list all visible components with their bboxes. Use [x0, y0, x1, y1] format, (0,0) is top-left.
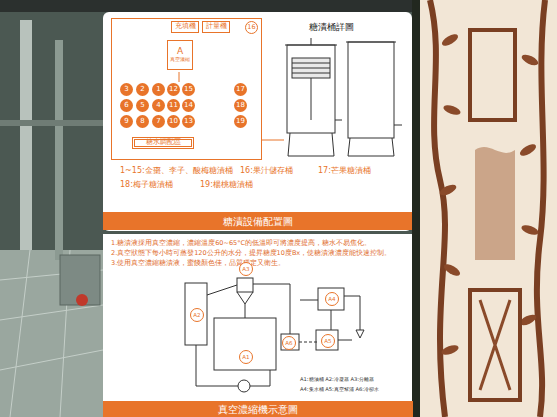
node-text: 真空濃縮機示意圖 [218, 404, 298, 415]
tank-circle: 18 [234, 99, 247, 112]
node-text: 14 [184, 102, 193, 110]
legend-text: 18:梅子糖漬桶 [120, 180, 173, 190]
tank-circle: 9 [120, 115, 133, 128]
tank-circle: 11 [167, 99, 180, 112]
node-text: 真空濃縮 [170, 57, 190, 63]
callout-number: A3 [239, 262, 253, 276]
tank-circle: 15 [182, 83, 195, 96]
node-text: 13 [184, 118, 193, 126]
title-band: 真空濃縮機示意圖 [103, 401, 413, 417]
node-text: 糖水調配區 [146, 139, 181, 147]
drawing-title: 糖漬桶詳圖 [309, 22, 354, 33]
note-text: 2.真空狀態下每小時可蒸發120公升的水分，提昇糖度10度Bx，使糖漬液濃度能快… [111, 250, 407, 258]
area-box: 計量機 [202, 21, 230, 33]
node-text: 18 [236, 102, 245, 110]
callout-number: A4 [325, 292, 339, 306]
legend-text: 19:楊桃糖漬桶 [200, 180, 253, 190]
node-text: 5 [140, 102, 144, 110]
node-text: 6 [124, 102, 128, 110]
node-text: 19 [236, 118, 245, 126]
concentrator-box: A真空濃縮 [167, 40, 193, 70]
node-text: 8 [140, 118, 144, 126]
tank-circle: 12 [167, 83, 180, 96]
tank-circle: 5 [136, 99, 149, 112]
node-text: 1 [156, 86, 160, 94]
node-text: 12 [169, 86, 178, 94]
callout-number: A5 [321, 334, 335, 348]
tank-circle: 2 [136, 83, 149, 96]
note-text: 1.糖漬液採用真空濃縮，濃縮溫度60~65°C的低溫即可將濃度提高，糖水不易焦化… [111, 240, 407, 248]
node-text: A [177, 47, 183, 57]
tank-circle: 7 [152, 115, 165, 128]
callout-number: A6 [282, 336, 296, 350]
tank-circle: 13 [182, 115, 195, 128]
layout-frame: 充填機 計量機 16A真空濃縮 3 2 1 12 15 6 5 4 11 14 9 8 7 10 13 17 18 19… [111, 18, 262, 160]
node-text: 充填機 [175, 23, 196, 30]
node-text: 10 [169, 118, 178, 126]
node-text: 4 [156, 102, 160, 110]
node-text: 糖漬設備配置圖 [223, 216, 293, 227]
legend-text: A4:集水桶 A5:真空幫浦 A6:冷卻水 [300, 386, 379, 392]
area-box: 充填機 [171, 21, 199, 33]
callout-number: A2 [190, 308, 204, 322]
node-text: 17 [236, 86, 245, 94]
node-text: 3 [124, 86, 128, 94]
tank-circle: 19 [234, 115, 247, 128]
tank-circle: 8 [136, 115, 149, 128]
title-band: 糖漬設備配置圖 [103, 212, 412, 230]
tank-circle: 4 [152, 99, 165, 112]
note-text: 3.使用真空濃縮糖漬液，蜜餞顏色佳，品質穩定又衛生。 [111, 260, 407, 268]
node-text: 7 [156, 118, 160, 126]
node-text: 11 [169, 102, 178, 110]
legend-text: 16:果汁儲存桶 [240, 166, 293, 176]
tank-circle: 16 [245, 21, 258, 34]
node-text: 2 [140, 86, 144, 94]
node-text: 16 [247, 24, 255, 31]
tank-circle: 1 [152, 83, 165, 96]
tank-circle: 17 [234, 83, 247, 96]
node-text: 15 [184, 86, 193, 94]
tank-circle: 6 [120, 99, 133, 112]
callout-number: A1 [239, 350, 253, 364]
legend-text: A1:糖漬桶 A2:冷凝器 A3:分離器 [300, 376, 374, 382]
node-text: 9 [124, 118, 128, 126]
tank-circle: 10 [167, 115, 180, 128]
notes-block: 1.糖漬液採用真空濃縮，濃縮溫度60~65°C的低溫即可將濃度提高，糖水不易焦化… [111, 240, 407, 269]
tank-circle: 3 [120, 83, 133, 96]
area-box: 糖水調配區 [132, 137, 194, 149]
tank-circle: 14 [182, 99, 195, 112]
legend-text: 1~15:金棗、李子、酸梅糖漬桶 [120, 166, 233, 176]
legend-text: 17:芒果糖漬桶 [318, 166, 371, 176]
node-text: 計量機 [206, 23, 227, 30]
